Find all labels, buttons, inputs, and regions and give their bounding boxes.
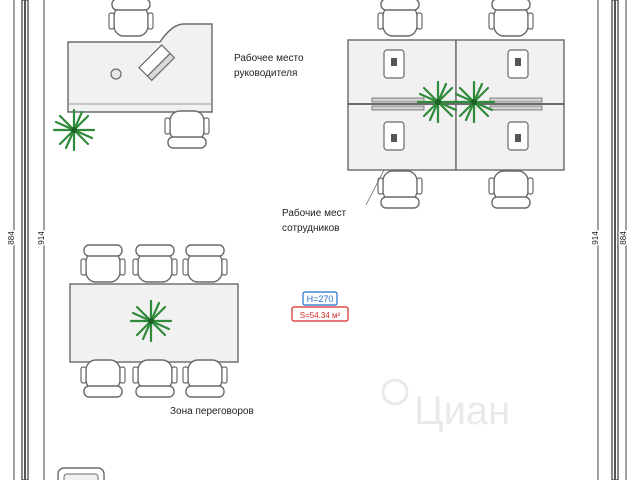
staff-workplaces-label-2: сотрудников [282,223,339,234]
area-badge: S=54.34 м² [291,306,349,322]
meeting-chair [132,244,178,283]
dimension-inner-left: 914 [37,231,46,245]
monitor-icon [507,121,529,151]
monitor-icon [383,121,405,151]
manager-visitor-chair [108,0,154,37]
plant-icon [452,80,496,124]
partition [371,105,425,111]
monitor-icon [383,49,405,79]
meeting-chair [182,359,228,398]
manager-workplace-label-2: руководителя [234,68,297,79]
manager-workplace-label: Рабочее место [234,52,304,64]
staff-workplaces-label: Рабочие мест [282,207,347,219]
staff-chair [377,0,423,37]
partition [371,97,425,103]
meeting-zone-label: Зона переговоров [170,406,254,417]
meeting-chair [80,244,126,283]
bottom-furniture [57,467,105,480]
dimension-inner-right: 914 [591,231,600,245]
monitor-icon [507,49,529,79]
partition [489,105,543,111]
height-badge-text: H=270 [307,294,334,304]
dimension-lines [13,0,627,480]
watermark: Циан [381,378,510,433]
meeting-chair [132,359,178,398]
staff-chair [488,0,534,37]
area-badge-text: S=54.34 м² [300,311,341,320]
staff-chair [377,170,423,209]
staff-chair [488,170,534,209]
watermark-logo-icon [381,378,409,406]
height-badge: H=270 [302,291,338,306]
meeting-chair [80,359,126,398]
plant-icon [416,80,460,124]
partition [489,97,543,103]
walls [21,0,619,480]
staff-workstations [347,0,565,209]
dimension-outer-right: 884 [619,231,628,245]
dimension-outer-left: 884 [7,231,16,245]
plant-icon [129,299,173,343]
desk-lamp-icon [110,68,122,80]
manager-workplace [52,0,213,152]
laptop-icon [138,44,176,82]
meeting-zone [69,244,239,398]
manager-chair [164,110,210,149]
watermark-text: Циан [414,389,510,433]
meeting-chair [182,244,228,283]
plant-icon [52,108,96,152]
